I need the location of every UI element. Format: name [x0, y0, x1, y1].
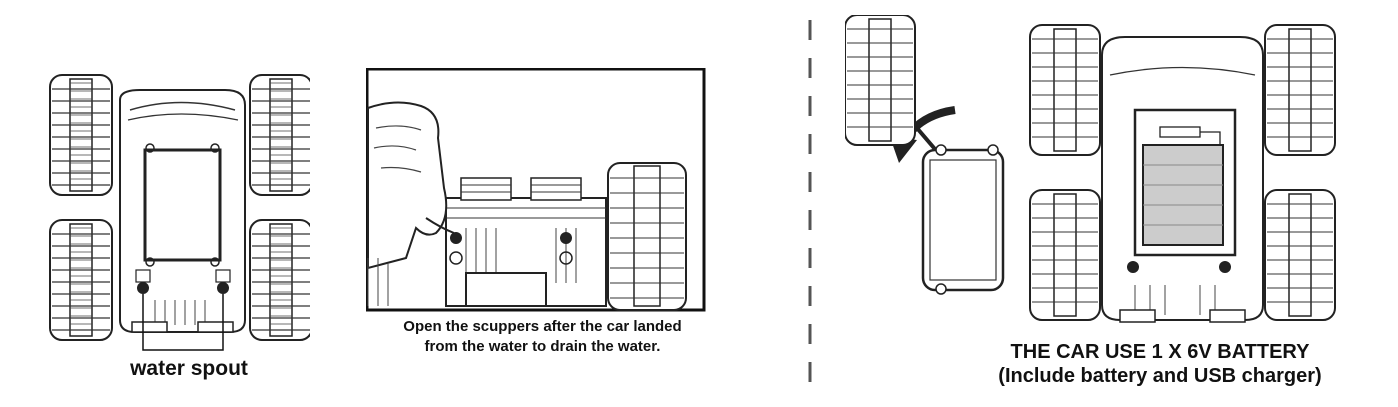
battery-icon	[1142, 144, 1224, 246]
scupper-instruction-line1: Open the scuppers after the car landed	[403, 318, 682, 335]
battery-cover	[921, 148, 1005, 292]
battery-note-line1: THE CAR USE 1 X 6V BATTERY	[1010, 341, 1310, 363]
water-spout-right-icon	[217, 282, 229, 294]
section-divider	[805, 20, 815, 400]
scupper-left-icon	[450, 232, 462, 244]
car-top-view-diagram	[40, 70, 310, 360]
battery-note: THE CAR USE 1 X 6V BATTERY (Include batt…	[960, 340, 1360, 388]
usb-connector-icon	[1159, 126, 1201, 138]
wheel-front-right	[249, 74, 310, 196]
wheel-front-left	[49, 74, 113, 196]
scupper-instruction-line2: from the water to drain the water.	[424, 338, 661, 355]
hand-icon	[367, 101, 448, 270]
wheel-rear-left	[49, 219, 113, 341]
battery-note-line2: (Include battery and USB charger)	[998, 365, 1322, 387]
water-spout-leader-line	[142, 294, 224, 351]
wheel-rear-right	[249, 219, 310, 341]
battery-installation-diagram	[845, 15, 1345, 335]
water-spout-label: water spout	[130, 357, 248, 380]
scupper-instruction: Open the scuppers after the car landed f…	[350, 317, 735, 357]
water-spout-left-icon	[137, 282, 149, 294]
scupper-right-icon	[560, 232, 572, 244]
scupper-illustration-frame	[366, 68, 706, 312]
